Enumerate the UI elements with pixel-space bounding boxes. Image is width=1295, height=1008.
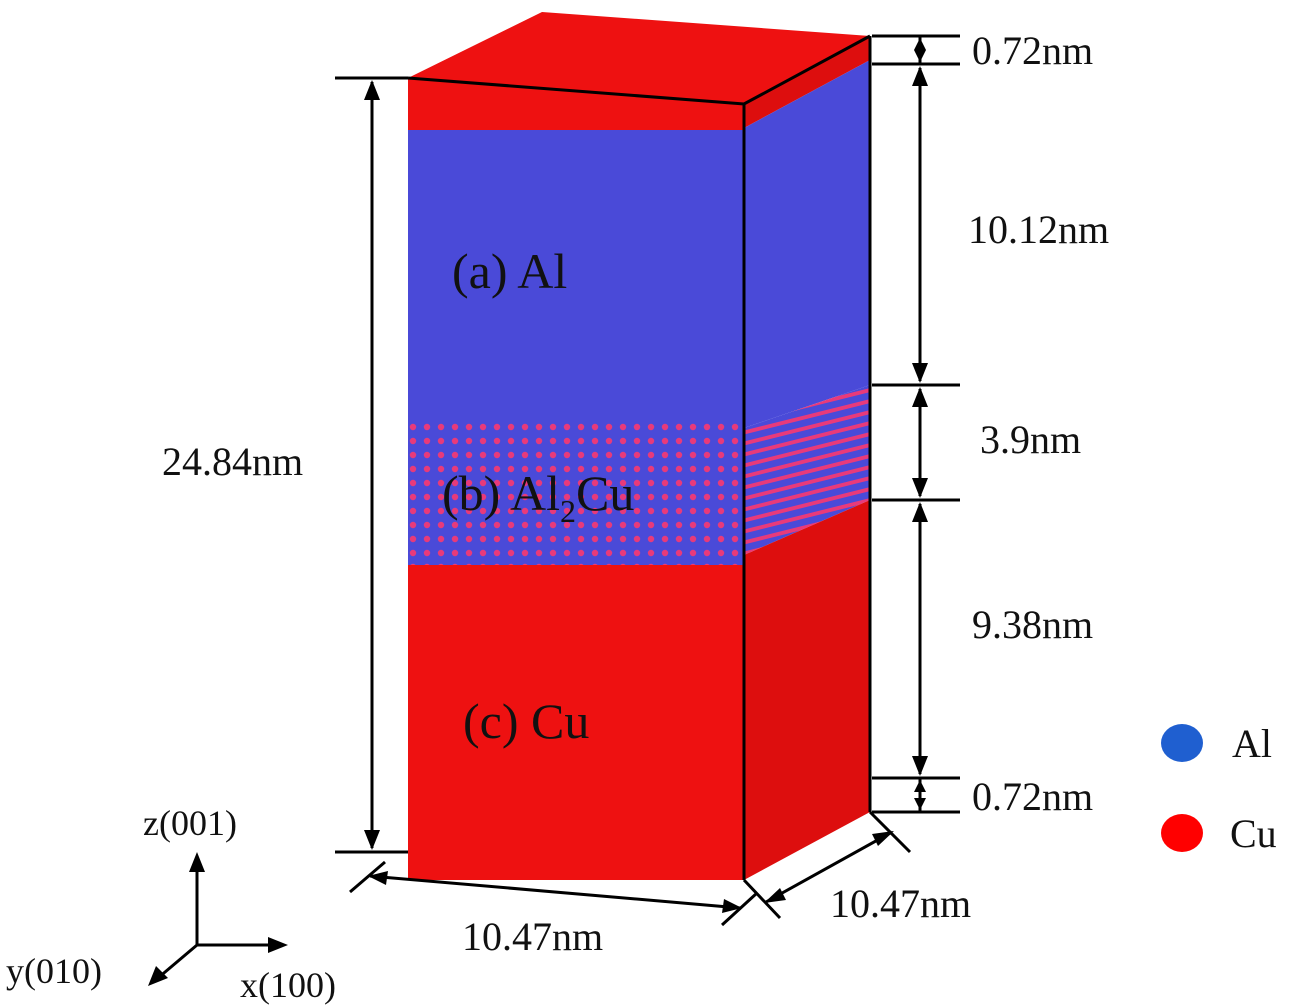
front-al-layer	[408, 130, 744, 420]
z-axis-label: z(001)	[143, 803, 237, 843]
front-al2cu-layer	[408, 420, 744, 565]
legend: Al Cu	[1161, 721, 1277, 856]
top-face	[408, 12, 870, 104]
right-dimension-stack: 0.72nm 10.12nm 3.9nm 9.38nm 0.72nm	[872, 28, 1109, 819]
legend-al-label: Al	[1232, 721, 1272, 766]
total-height-label: 24.84nm	[162, 439, 303, 484]
box-edges	[407, 34, 872, 880]
width-y-label: 10.47nm	[830, 881, 971, 926]
front-face	[408, 78, 744, 880]
legend-al-marker	[1161, 724, 1203, 762]
region-label-al: (a) Al	[452, 243, 567, 299]
top-cu-layer-label: 0.72nm	[972, 28, 1093, 73]
front-cu-layer	[408, 565, 744, 880]
width-y-dimension: 10.47nm	[742, 810, 971, 926]
legend-cu-label: Cu	[1230, 811, 1277, 856]
al-layer-label: 10.12nm	[968, 207, 1109, 252]
side-cu-layer	[744, 500, 870, 880]
width-x-dimension: 10.47nm	[349, 860, 759, 959]
side-al-layer	[744, 60, 870, 428]
cu-layer-label: 9.38nm	[972, 602, 1093, 647]
region-label-cu: (c) Cu	[463, 693, 589, 749]
width-x-label: 10.47nm	[462, 914, 603, 959]
side-face	[744, 36, 870, 880]
side-top-cu-layer	[744, 36, 870, 128]
region-label-al2cu: (b) Al2Cu	[442, 465, 634, 529]
x-axis-label: x(100)	[240, 965, 336, 1005]
coordinate-axes: z(001) y(010) x(100)	[6, 803, 336, 1005]
bottom-cu-layer-label: 0.72nm	[972, 774, 1093, 819]
side-al2cu-layer	[744, 385, 870, 555]
total-height-dimension: 24.84nm	[162, 76, 408, 854]
legend-cu-marker	[1161, 814, 1203, 852]
y-axis-label: y(010)	[6, 951, 102, 991]
al2cu-layer-label: 3.9nm	[980, 417, 1081, 462]
